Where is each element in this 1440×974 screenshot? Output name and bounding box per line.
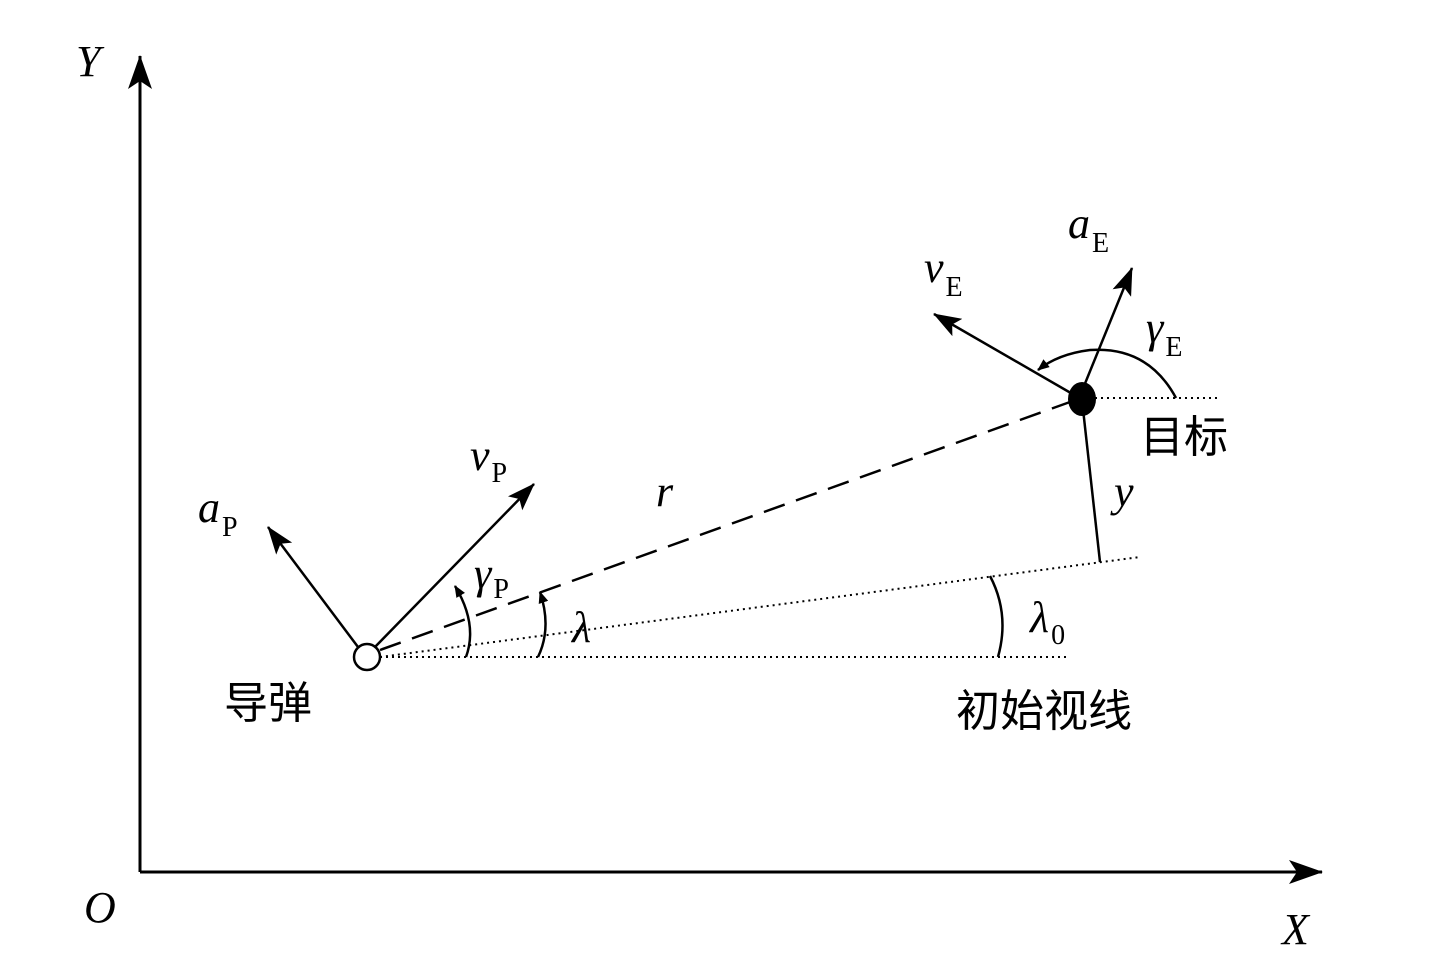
missile-velocity-label: vP bbox=[470, 431, 507, 489]
missile-heading-angle-label: γP bbox=[474, 549, 509, 605]
missile-name-label: 导弹 bbox=[224, 678, 312, 729]
initial-los-angle-label: λ0 bbox=[1028, 593, 1065, 651]
range-label: r bbox=[656, 467, 674, 516]
missile-velocity-vector bbox=[373, 483, 535, 649]
target-acceleration-vector bbox=[1082, 267, 1134, 387]
initial-los-angle-arc bbox=[988, 575, 1004, 658]
missile-acceleration-label: aP bbox=[198, 483, 238, 543]
origin-label: O bbox=[84, 883, 116, 932]
range-line-of-sight bbox=[379, 400, 1071, 652]
los-angle-label: λ bbox=[570, 603, 591, 652]
target-heading-angle-label: γE bbox=[1146, 303, 1182, 363]
target-velocity-vector bbox=[933, 312, 1077, 398]
initial-line-of-sight bbox=[379, 556, 1141, 658]
missile-marker bbox=[352, 642, 382, 672]
target-marker bbox=[1068, 382, 1096, 416]
target-velocity-label: vE bbox=[924, 243, 963, 303]
target-heading-angle-arc bbox=[1037, 348, 1178, 399]
target-acceleration-label: aE bbox=[1068, 199, 1109, 259]
offset-label: y bbox=[1110, 467, 1134, 516]
missile-acceleration-vector bbox=[267, 526, 359, 648]
initial-los-name-label: 初始视线 bbox=[956, 686, 1132, 737]
los-angle-arc bbox=[536, 591, 549, 658]
target-name-label: 目标 bbox=[1140, 412, 1228, 463]
x-axis-label: X bbox=[1280, 905, 1311, 954]
offset-line bbox=[1080, 399, 1102, 563]
y-axis-label: Y bbox=[76, 37, 105, 86]
missile-heading-angle-arc bbox=[453, 585, 472, 658]
